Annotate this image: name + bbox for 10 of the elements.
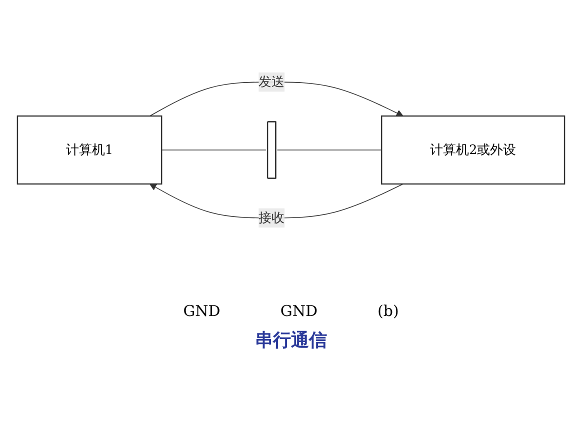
edge-label: 发送 bbox=[258, 74, 285, 90]
arrow bbox=[150, 184, 404, 218]
node-box: 计算机2或外设 bbox=[380, 115, 566, 185]
caption: 串行通信 bbox=[255, 329, 327, 352]
label-text: GND bbox=[280, 302, 318, 320]
arrow bbox=[149, 82, 404, 116]
label-text: GND bbox=[183, 302, 220, 320]
node-box: 计算机1 bbox=[16, 115, 162, 185]
label-text: (b) bbox=[377, 302, 399, 320]
edge-label: 接收 bbox=[258, 210, 285, 226]
